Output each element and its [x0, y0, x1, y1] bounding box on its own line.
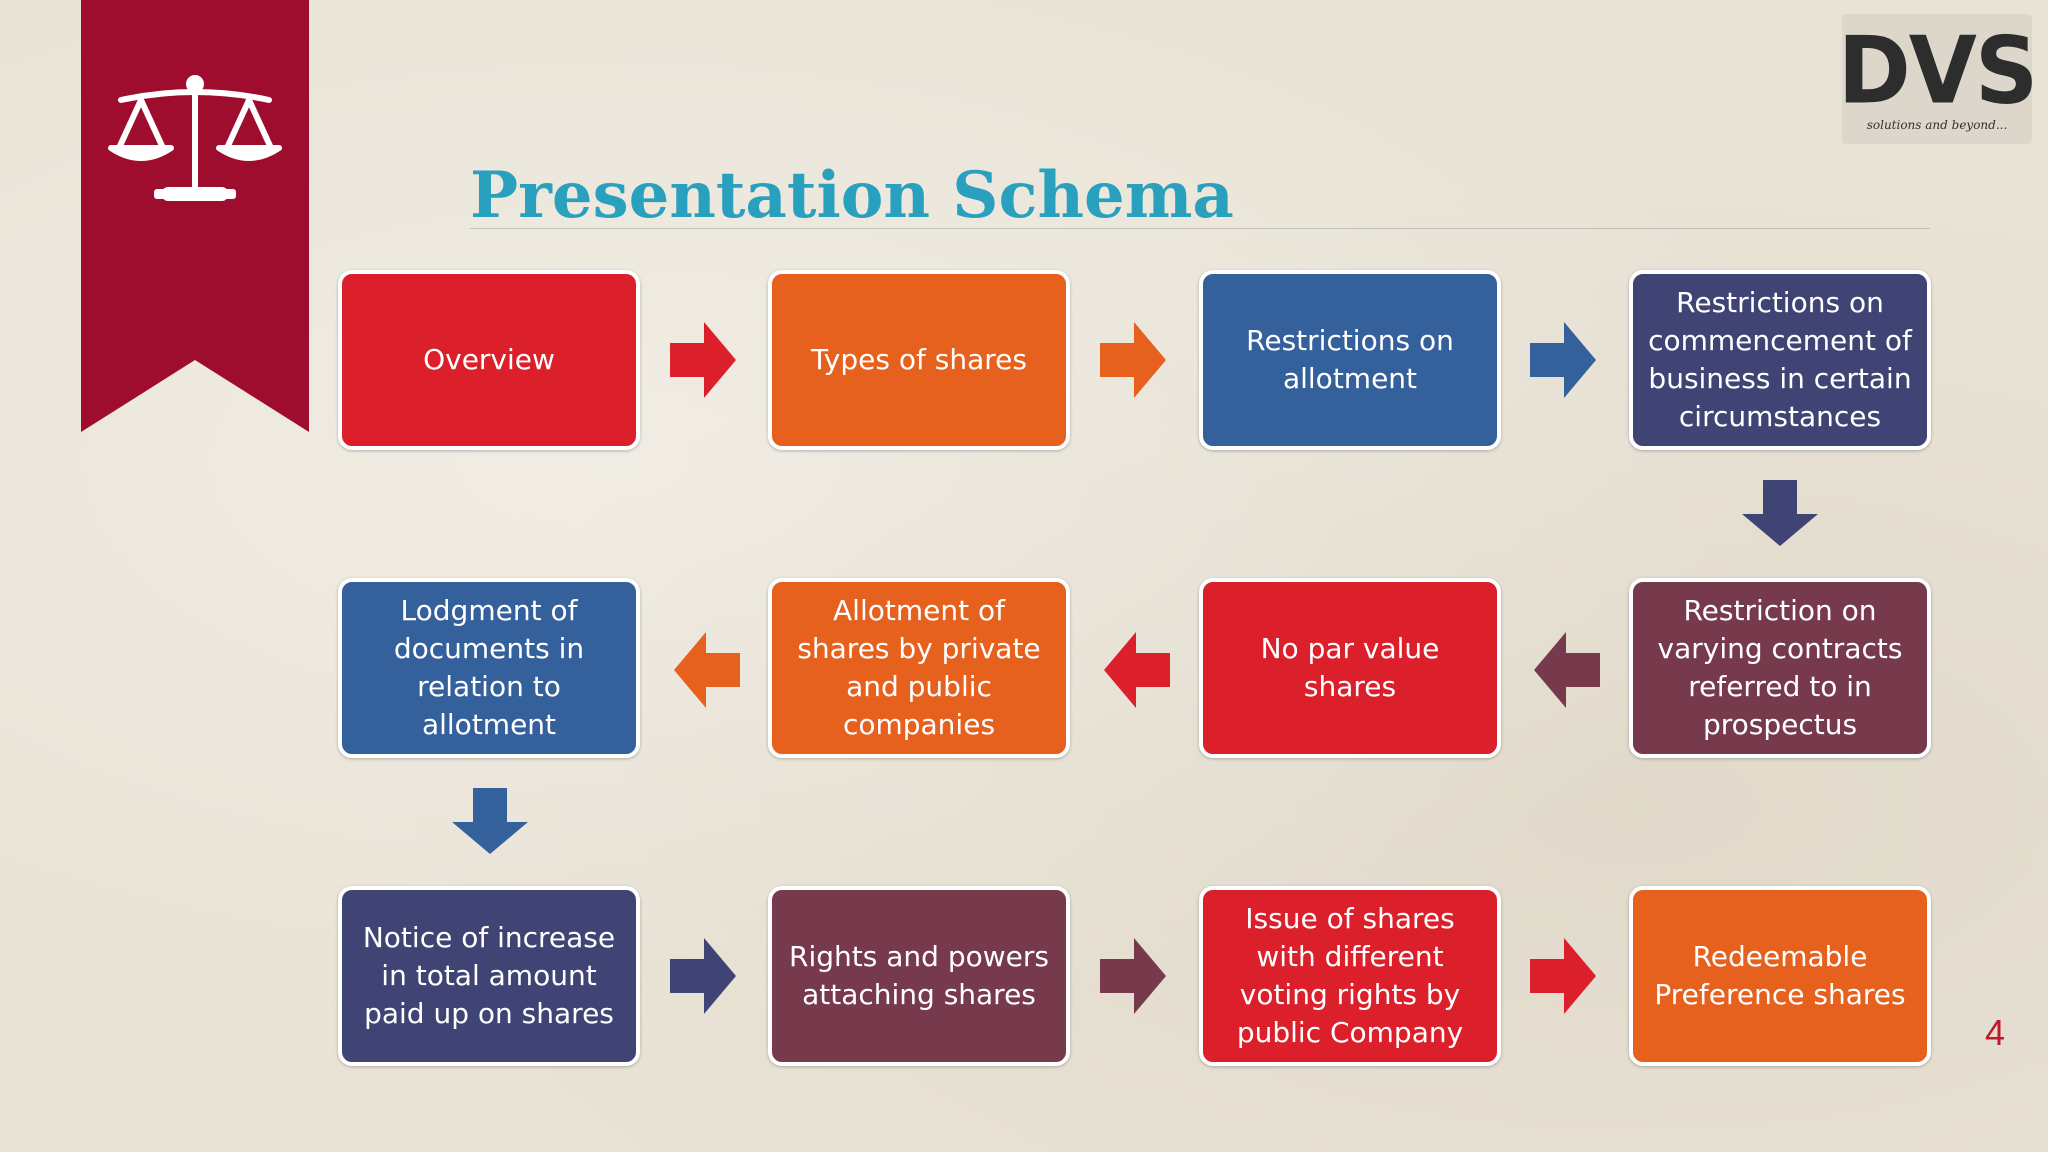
page-number: 4	[1984, 1012, 2006, 1053]
flow-node-notice-of-increase: Notice of increase in total amount paid …	[338, 886, 640, 1066]
arrow-left-icon	[1104, 632, 1170, 708]
flow-node-redeemable-preference-shares: Redeemable Preference shares	[1629, 886, 1931, 1066]
flow-node-types-of-shares: Types of shares	[768, 270, 1070, 450]
arrow-down-icon	[452, 788, 528, 854]
flow-node-restriction-on-varying-contracts: Restriction on varying contracts referre…	[1629, 578, 1931, 758]
arrow-down-icon	[1742, 480, 1818, 546]
flow-node-overview: Overview	[338, 270, 640, 450]
arrow-left-icon	[1534, 632, 1600, 708]
arrow-right-icon	[670, 938, 736, 1014]
logo-text: DVS	[1837, 16, 2039, 125]
title-ribbon	[81, 0, 309, 432]
page-title: Presentation Schema	[470, 158, 1234, 233]
logo-tagline: solutions and beyond...	[1866, 118, 2008, 132]
arrow-left-icon	[674, 632, 740, 708]
arrow-right-icon	[1100, 938, 1166, 1014]
arrow-right-icon	[1100, 322, 1166, 398]
arrow-right-icon	[1530, 322, 1596, 398]
scales-of-justice-icon	[108, 75, 282, 201]
flow-node-restrictions-on-allotment: Restrictions on allotment	[1199, 270, 1501, 450]
flow-node-no-par-value-shares: No par value shares	[1199, 578, 1501, 758]
company-logo: DVS solutions and beyond...	[1838, 14, 2038, 144]
flow-node-rights-and-powers: Rights and powers attaching shares	[768, 886, 1070, 1066]
flow-node-lodgment-of-documents: Lodgment of documents in relation to all…	[338, 578, 640, 758]
flow-node-restrictions-on-commencement: Restrictions on commencement of business…	[1629, 270, 1931, 450]
flow-node-different-voting-rights: Issue of shares with different voting ri…	[1199, 886, 1501, 1066]
title-divider	[470, 228, 1930, 229]
arrow-right-icon	[1530, 938, 1596, 1014]
arrow-right-icon	[670, 322, 736, 398]
flow-node-allotment-of-shares: Allotment of shares by private and publi…	[768, 578, 1070, 758]
